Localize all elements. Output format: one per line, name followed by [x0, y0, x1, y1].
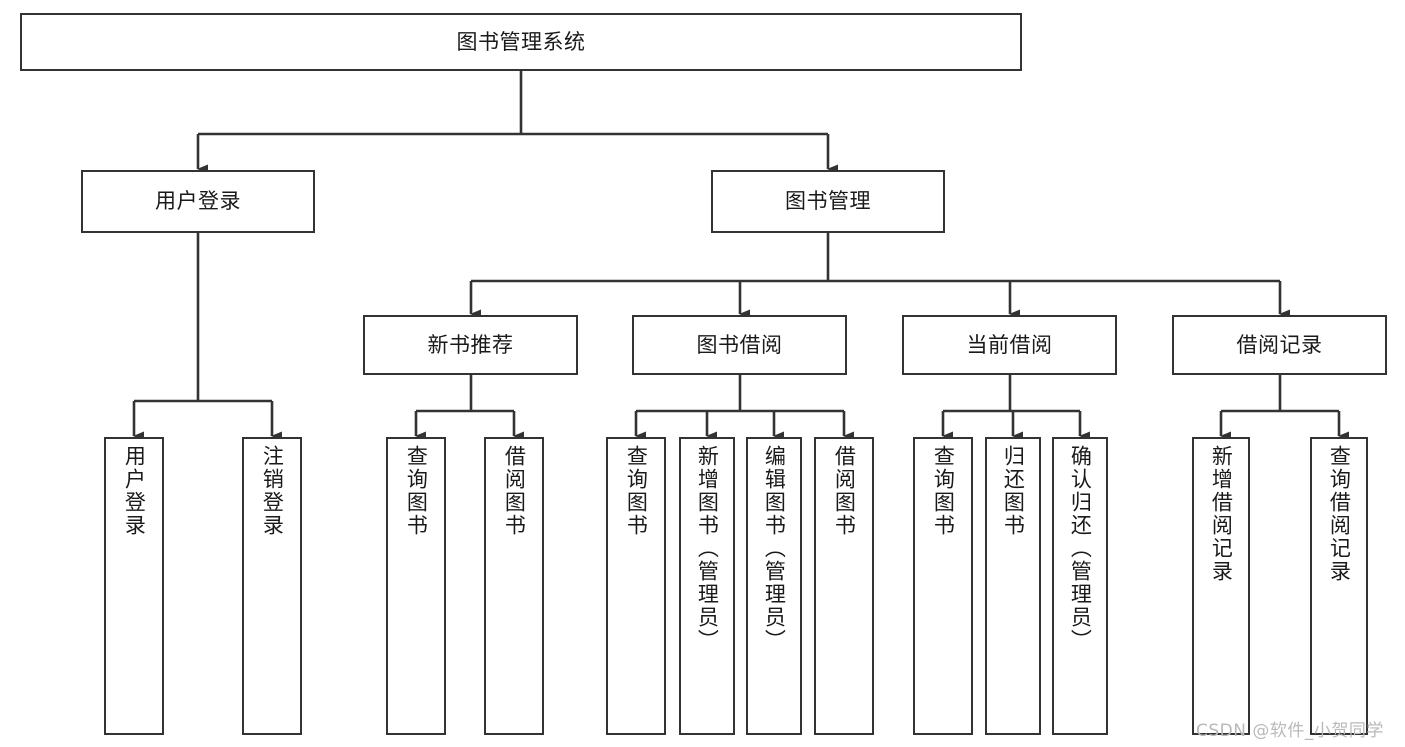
leaf-user-login-label: 用户登录: [122, 445, 147, 537]
leaf-query-book-borrow[interactable]: 查询图书: [606, 437, 666, 735]
leaf-query-book-current[interactable]: 查询图书: [913, 437, 973, 735]
leaf-query-book-current-label: 查询图书: [931, 445, 956, 537]
node-book-borrow[interactable]: 图书借阅: [632, 315, 847, 375]
leaf-query-record[interactable]: 查询借阅记录: [1310, 437, 1368, 735]
node-book-borrow-label: 图书借阅: [696, 332, 783, 357]
leaf-add-record-label: 新增借阅记录: [1209, 445, 1234, 583]
leaf-borrow-book-rec[interactable]: 借阅图书: [484, 437, 544, 735]
node-user-login-label: 用户登录: [155, 189, 241, 214]
node-user-login[interactable]: 用户登录: [81, 170, 315, 233]
node-current-borrow-label: 当前借阅: [966, 332, 1053, 357]
node-borrow-record-label: 借阅记录: [1236, 332, 1323, 357]
node-new-book-recommend-label: 新书推荐: [427, 332, 514, 357]
leaf-query-book-borrow-label: 查询图书: [624, 445, 649, 537]
leaf-borrow-book-rec-label: 借阅图书: [502, 445, 527, 537]
node-book-manage[interactable]: 图书管理: [711, 170, 945, 233]
node-root[interactable]: 图书管理系统: [20, 13, 1022, 71]
leaf-borrow-book[interactable]: 借阅图书: [814, 437, 874, 735]
node-root-label: 图书管理系统: [456, 29, 586, 54]
leaf-logout-label: 注销登录: [260, 445, 285, 537]
leaf-edit-book[interactable]: 编辑图书（管理员）: [746, 437, 802, 735]
leaf-confirm-return[interactable]: 确认归还（管理员）: [1052, 437, 1108, 735]
leaf-add-record[interactable]: 新增借阅记录: [1192, 437, 1250, 735]
leaf-return-book[interactable]: 归还图书: [985, 437, 1041, 735]
leaf-query-book-rec-label: 查询图书: [404, 445, 429, 537]
node-book-manage-label: 图书管理: [785, 189, 871, 214]
node-current-borrow[interactable]: 当前借阅: [902, 315, 1117, 375]
leaf-add-book[interactable]: 新增图书（管理员）: [679, 437, 735, 735]
leaf-user-login[interactable]: 用户登录: [104, 437, 164, 735]
leaf-edit-book-label: 编辑图书（管理员）: [762, 445, 787, 652]
leaf-borrow-book-label: 借阅图书: [832, 445, 857, 537]
csdn-watermark: CSDN @软件_小贺同学: [1196, 721, 1384, 741]
leaf-logout[interactable]: 注销登录: [242, 437, 302, 735]
leaf-query-book-rec[interactable]: 查询图书: [386, 437, 446, 735]
node-new-book-recommend[interactable]: 新书推荐: [363, 315, 578, 375]
node-borrow-record[interactable]: 借阅记录: [1172, 315, 1387, 375]
leaf-return-book-label: 归还图书: [1001, 445, 1026, 537]
leaf-query-record-label: 查询借阅记录: [1327, 445, 1352, 583]
leaf-confirm-return-label: 确认归还（管理员）: [1068, 445, 1093, 652]
leaf-add-book-label: 新增图书（管理员）: [695, 445, 720, 652]
